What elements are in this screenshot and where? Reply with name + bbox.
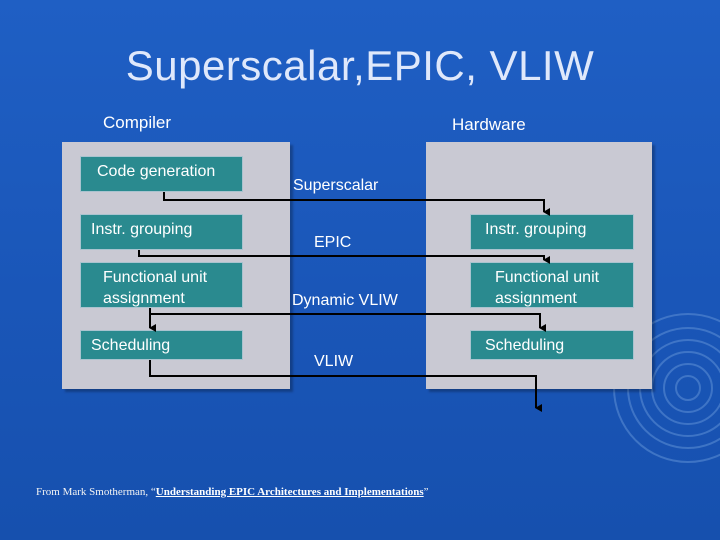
arrow-dynamic-vliw (150, 308, 540, 328)
arrow-vliw (150, 360, 536, 408)
citation-prefix: From Mark Smotherman, “ (36, 486, 156, 498)
arrow-epic (139, 250, 544, 260)
citation-suffix: ” (424, 486, 429, 498)
arrow-superscalar (164, 192, 544, 212)
citation-link[interactable]: Understanding EPIC Architectures and Imp… (156, 486, 424, 498)
citation-footer: From Mark Smotherman, “Understanding EPI… (36, 486, 429, 498)
